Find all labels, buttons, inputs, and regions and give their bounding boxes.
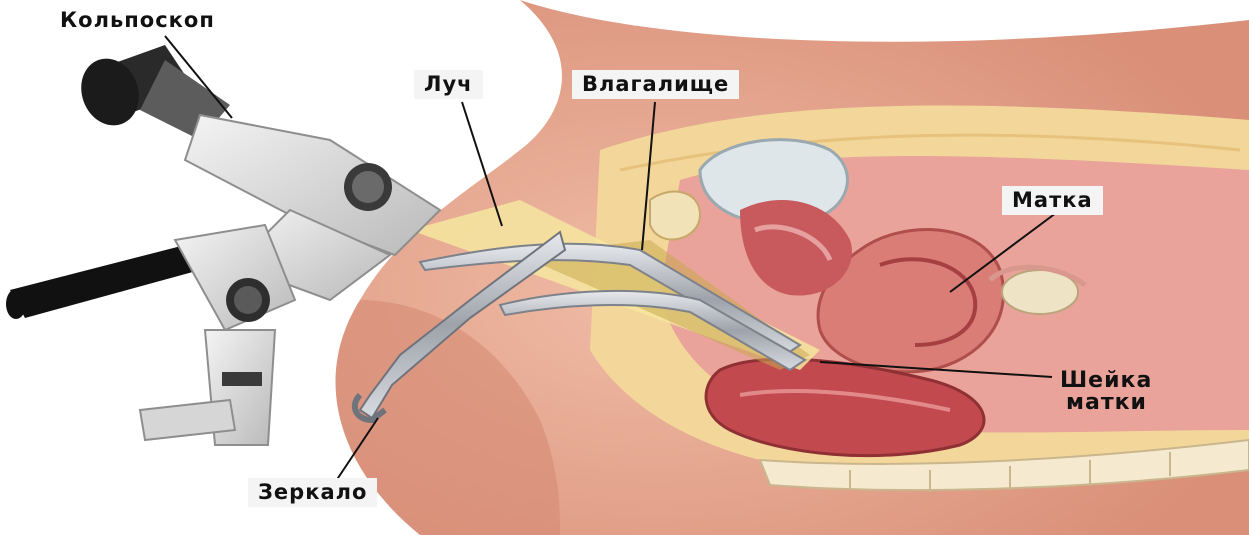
label-colposcope: Кольпоскоп <box>60 10 215 31</box>
label-beam: Луч <box>414 70 483 99</box>
label-uterus: Матка <box>1002 186 1103 215</box>
label-cervix-line1: Шейка <box>1060 370 1152 392</box>
label-speculum: Зеркало <box>248 478 377 507</box>
label-cervix-line2: матки <box>1066 392 1147 414</box>
label-vagina: Влагалище <box>572 70 739 99</box>
pubic-bone <box>650 192 700 240</box>
